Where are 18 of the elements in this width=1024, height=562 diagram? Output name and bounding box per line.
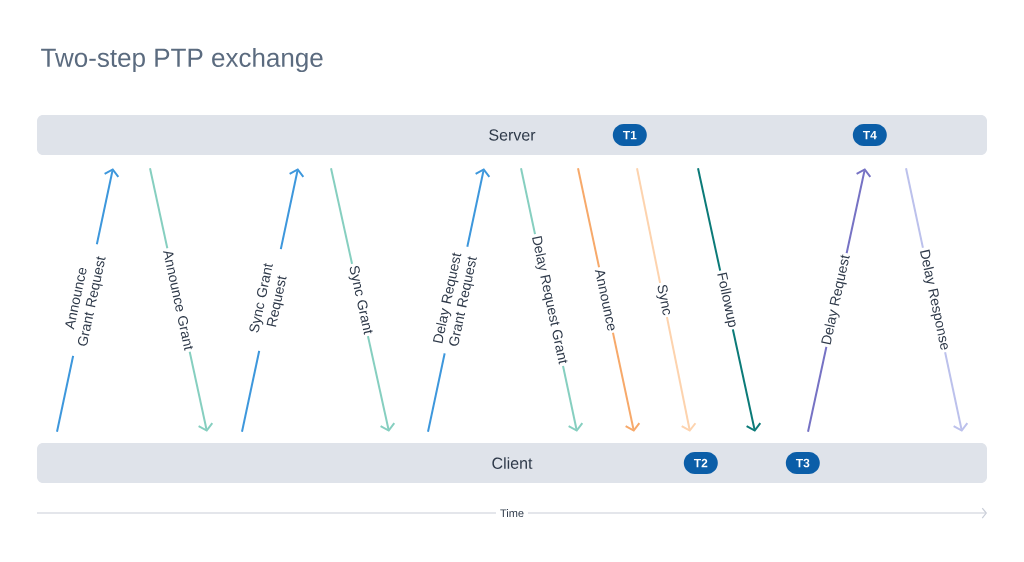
edge-label: Sync xyxy=(651,281,676,319)
edge-label: Sync Grant Request xyxy=(243,245,297,355)
title: Two-step PTP exchange xyxy=(41,47,323,73)
edge-label: Announce Grant xyxy=(160,246,197,354)
arrow xyxy=(636,167,697,432)
edge-label: Sync Grant xyxy=(343,262,377,338)
edge-label: Delay Response xyxy=(914,246,954,354)
edge-label: Followup xyxy=(711,268,742,332)
axis-label: Time xyxy=(496,504,529,522)
timestamp-badge: T1 xyxy=(612,124,647,146)
edge-label: Delay Request xyxy=(818,251,855,349)
timestamp-badge: T3 xyxy=(785,452,820,474)
timestamp-badge: T4 xyxy=(852,124,887,146)
edge-label: Delay Request Grant Request xyxy=(428,243,484,357)
edge-label: Delay Request Grant xyxy=(526,232,572,368)
edge-label: Announce Grant Request xyxy=(57,240,113,360)
edge-label: Announce xyxy=(592,265,620,335)
timestamp-badge: T2 xyxy=(683,452,718,474)
